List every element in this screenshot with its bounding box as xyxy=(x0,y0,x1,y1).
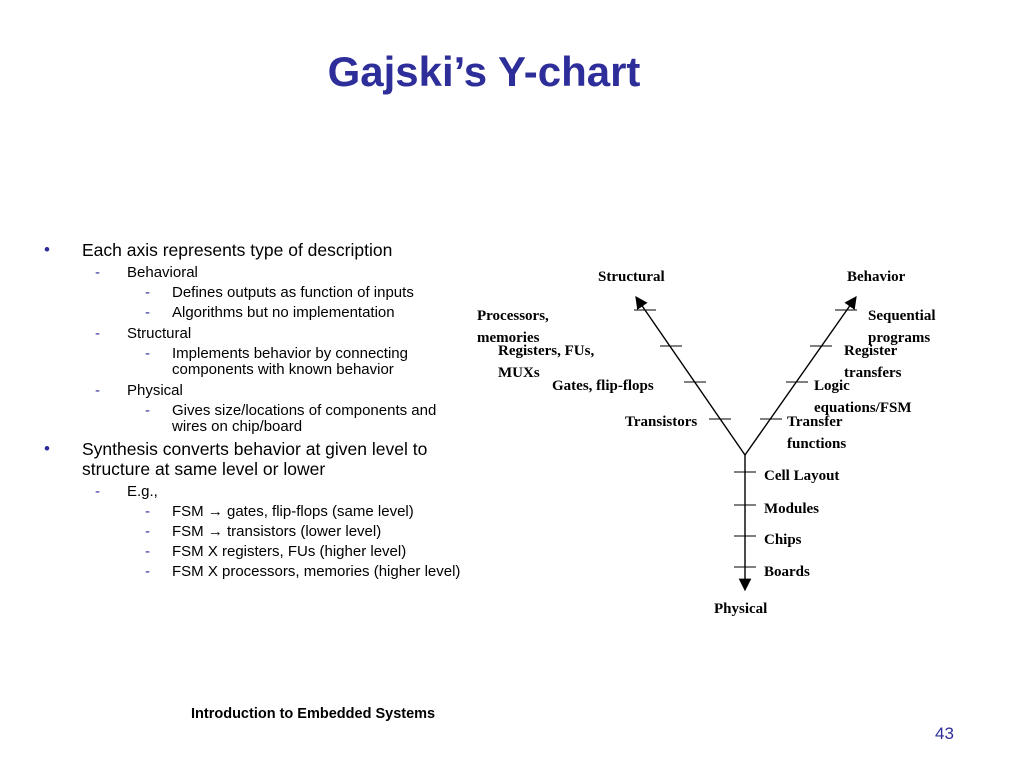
bullet-list: • Each axis represents type of descriptio… xyxy=(40,240,470,584)
structural-level-processors: Processors, memories xyxy=(477,308,549,346)
bullet-item: • Synthesis converts behavior at given le… xyxy=(40,439,470,479)
bullet-item: - Structural xyxy=(40,325,470,343)
bullet-marker: - xyxy=(95,382,100,399)
behavior-axis-label: Behavior xyxy=(847,269,906,285)
bullet-marker: - xyxy=(95,325,100,342)
behavioral-level-transfer-functions: Transfer functions xyxy=(787,414,847,452)
physical-level-boards: Boards xyxy=(764,564,810,580)
bullet-marker: - xyxy=(145,503,150,520)
structural-level-gates: Gates, flip-flops xyxy=(552,378,654,394)
bullet-marker: - xyxy=(95,264,100,281)
bullet-marker: - xyxy=(95,483,100,500)
behavioral-level-sequential: Sequential programs xyxy=(868,308,936,346)
behavioral-axis-line xyxy=(744,295,857,456)
bullet-text: Defines outputs as function of inputs xyxy=(172,284,414,301)
bullet-text: Each axis represents type of description xyxy=(82,240,393,260)
bullet-text: Gives size/locations of components and w… xyxy=(172,402,437,435)
bullet-text: FSM X registers, FUs (higher level) xyxy=(172,543,407,560)
bullet-item: - Algorithms but no implementation xyxy=(40,305,470,321)
bullet-marker: • xyxy=(44,240,50,259)
slide-title: Gajski’s Y-chart xyxy=(327,48,641,95)
bullet-item: - Physical xyxy=(40,382,470,400)
page-number: 43 xyxy=(935,724,954,743)
bullet-marker: • xyxy=(44,439,50,458)
slide-footer: Introduction to Embedded Systems xyxy=(191,706,436,722)
bullet-item: - FSM X processors, memories (higher leve… xyxy=(40,564,470,580)
bullet-marker: - xyxy=(145,543,150,560)
bullet-item: - E.g., xyxy=(40,483,470,501)
bullet-text: Behavioral xyxy=(127,264,198,281)
physical-level-modules: Modules xyxy=(764,501,820,517)
bullet-item: - FSM → transistors (lower level) xyxy=(40,524,470,540)
bullet-text: Implements behavior by connecting compon… xyxy=(172,345,408,378)
structural-level-registers: Registers, FUs, MUXs xyxy=(498,343,595,381)
behavioral-level-logic-equations: Logic equations/FSM xyxy=(814,378,912,416)
bullet-text: Physical xyxy=(127,382,183,399)
physical-axis-label: Physical xyxy=(714,601,768,617)
bullet-text: Synthesis converts behavior at given lev… xyxy=(82,439,428,479)
bullet-item: - Behavioral xyxy=(40,264,470,282)
physical-level-chips: Chips xyxy=(764,532,802,548)
bullet-item: - Implements behavior by connecting compo… xyxy=(40,346,470,378)
structural-axis-label: Structural xyxy=(598,269,665,285)
bullet-marker: - xyxy=(145,523,150,540)
bullet-text: Structural xyxy=(127,325,192,342)
structural-axis-line xyxy=(635,295,746,456)
bullet-text: FSM X processors, memories (higher level… xyxy=(172,563,461,580)
bullet-item: • Each axis represents type of descriptio… xyxy=(40,240,470,260)
behavioral-level-register-transfers: Register transfers xyxy=(844,343,902,381)
bullet-text: Algorithms but no implementation xyxy=(172,304,395,321)
bullet-text: FSM → gates, flip-flops (same level) xyxy=(172,503,414,520)
bullet-item: - FSM X registers, FUs (higher level) xyxy=(40,544,470,560)
bullet-marker: - xyxy=(145,402,150,419)
bullet-marker: - xyxy=(145,304,150,321)
bullet-marker: - xyxy=(145,563,150,580)
physical-level-cell-layout: Cell Layout xyxy=(764,468,840,484)
bullet-text: E.g., xyxy=(127,483,158,500)
bullet-marker: - xyxy=(145,345,150,362)
bullet-marker: - xyxy=(145,284,150,301)
bullet-item: - FSM → gates, flip-flops (same level) xyxy=(40,504,470,520)
bullet-item: - Gives size/locations of components and … xyxy=(40,403,470,435)
bullet-item: - Defines outputs as function of inputs xyxy=(40,285,470,301)
structural-level-transistors: Transistors xyxy=(625,414,698,430)
bullet-text: FSM → transistors (lower level) xyxy=(172,523,382,540)
